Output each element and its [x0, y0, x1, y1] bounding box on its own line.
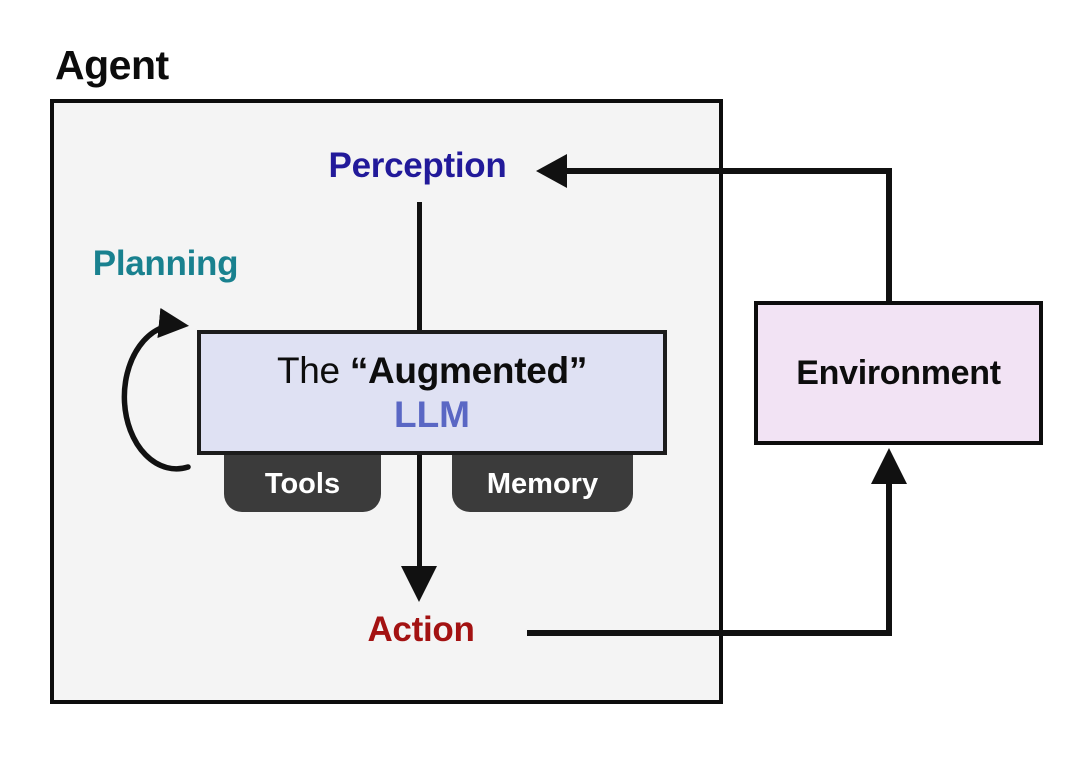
planning-label: Planning: [92, 244, 239, 283]
perception-label: Perception: [328, 146, 507, 185]
environment-box: Environment: [754, 301, 1043, 445]
connector-environment-to-perception-vertical: [886, 168, 892, 305]
connector-perception-to-llm: [417, 202, 422, 333]
connector-llm-to-action: [417, 452, 422, 570]
connector-action-to-environment-horizontal: [527, 630, 892, 636]
agent-title: Agent: [55, 42, 169, 88]
connector-action-to-environment-vertical: [886, 478, 892, 636]
arrowhead-into-perception-icon: [536, 154, 567, 188]
augmented-llm-box: The “Augmented” LLM: [197, 330, 667, 455]
llm-box-title-line1: The “Augmented”: [277, 350, 587, 392]
arrowhead-into-action-icon: [401, 566, 437, 602]
tools-tab: Tools: [224, 446, 381, 512]
connector-environment-to-perception-horizontal: [564, 168, 892, 174]
llm-title-quoted: “Augmented”: [349, 349, 588, 391]
planning-loop-arrow-icon: [121, 307, 191, 472]
llm-title-prefix: The: [276, 349, 350, 391]
action-label: Action: [367, 610, 475, 649]
arrowhead-into-environment-icon: [871, 448, 907, 484]
llm-box-title-line2: LLM: [393, 393, 471, 435]
memory-tab: Memory: [452, 446, 633, 512]
